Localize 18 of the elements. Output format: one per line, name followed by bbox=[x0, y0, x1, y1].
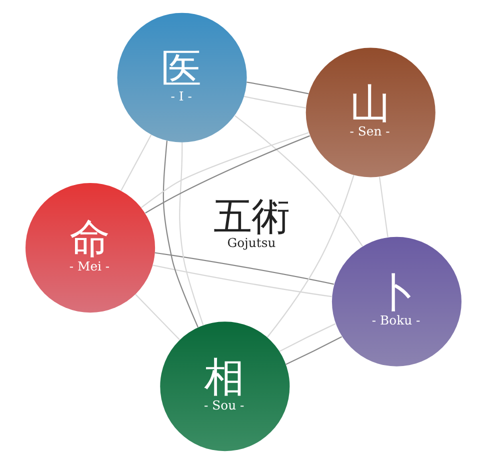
connector bbox=[285, 336, 342, 365]
connector bbox=[278, 323, 336, 352]
connector bbox=[154, 252, 334, 285]
node-circle: 命 - Mei - bbox=[25, 183, 155, 313]
connector bbox=[178, 142, 204, 326]
connector bbox=[152, 264, 332, 298]
connector bbox=[120, 134, 152, 191]
connector bbox=[134, 294, 180, 340]
connector bbox=[234, 115, 363, 247]
node-circle: 山 - Sen - bbox=[305, 48, 435, 178]
node-circle: 相 - Sou - bbox=[160, 322, 290, 452]
connector bbox=[378, 176, 388, 238]
node-circle: 卜 - Boku - bbox=[331, 236, 461, 366]
connector bbox=[243, 96, 306, 108]
node-circle: 医 - I - bbox=[116, 12, 246, 142]
connector bbox=[162, 140, 198, 328]
connector bbox=[246, 82, 308, 94]
connector bbox=[266, 174, 354, 338]
